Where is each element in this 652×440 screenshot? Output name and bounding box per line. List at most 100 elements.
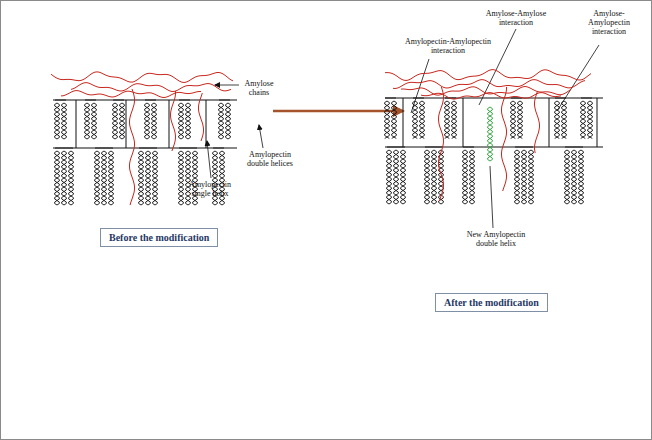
helix-strand — [387, 150, 392, 204]
branch-line — [113, 100, 124, 101]
branch-line — [55, 100, 66, 101]
helix-strand — [392, 101, 397, 139]
helix-strand — [425, 150, 430, 204]
helix-strand — [401, 150, 406, 204]
branch-line — [581, 98, 592, 99]
helix-strand — [152, 103, 157, 139]
branch-line — [463, 147, 474, 148]
chain-line — [403, 98, 404, 147]
branch-line — [385, 98, 396, 99]
amylose-chain — [502, 87, 507, 191]
leader-lines — [207, 29, 599, 228]
helix-strand — [69, 151, 74, 205]
annotation-label: Amylose-Amylose interaction — [479, 9, 553, 27]
helix-strand — [452, 101, 457, 139]
caption-box: Before the modification — [100, 228, 218, 247]
helix-strand — [387, 150, 392, 204]
chain-line — [385, 98, 603, 99]
branch-line — [145, 100, 156, 101]
branch-line — [565, 147, 583, 148]
helix-strand — [95, 151, 100, 205]
helix-strand — [109, 151, 114, 205]
helix-strand — [102, 151, 107, 205]
helix-strand — [562, 101, 567, 139]
helix-strand — [186, 103, 191, 139]
helix-strand — [511, 101, 516, 139]
helix-strand — [555, 101, 560, 139]
branch-line — [425, 147, 443, 148]
helix-strand — [522, 150, 527, 204]
helix-strand — [588, 101, 593, 139]
helix-strand — [529, 150, 534, 204]
helix-drawing — [51, 70, 603, 205]
helix-strand — [186, 151, 191, 205]
helix-strand — [179, 151, 184, 205]
helix-strand — [226, 103, 231, 139]
helix-strand — [579, 150, 584, 204]
amylose-chain — [171, 91, 176, 151]
branch-line — [213, 148, 224, 149]
amylose-chain — [535, 91, 540, 153]
helix-strand — [139, 151, 144, 205]
helix-strand — [62, 103, 67, 139]
helix-strand — [120, 103, 125, 139]
caption-text: After the modification — [444, 297, 539, 308]
helix-strand — [413, 101, 418, 139]
helix-strand — [153, 151, 158, 205]
helix-strand — [219, 103, 224, 139]
helix-strand — [463, 150, 468, 204]
branch-line — [219, 100, 230, 101]
amylose-chain — [61, 91, 201, 98]
chain-line — [53, 100, 237, 101]
helix-strand — [413, 101, 418, 139]
helix-strand — [120, 103, 125, 139]
amylose-chain — [385, 70, 591, 81]
branch-line — [85, 100, 96, 101]
helix-strand — [488, 107, 493, 161]
helix-strand — [445, 101, 450, 139]
helix-strand — [55, 103, 60, 139]
branch-line — [95, 148, 113, 149]
helix-strand — [565, 150, 570, 204]
helix-strand — [113, 103, 118, 139]
helix-strand — [518, 101, 523, 139]
annotation-label: Amylopectin single helix — [181, 180, 239, 198]
chain-line — [549, 98, 550, 147]
helix-strand — [515, 150, 520, 204]
chain-line — [463, 98, 464, 147]
helix-strand — [109, 151, 114, 205]
helix-strand — [562, 101, 567, 139]
helix-strand — [425, 150, 430, 204]
helix-strand — [146, 151, 151, 205]
helix-strand — [581, 101, 586, 139]
helix-strand — [565, 150, 570, 204]
helix-strand — [146, 151, 151, 205]
helix-strand — [85, 103, 90, 139]
branch-line — [179, 148, 197, 149]
chain-line — [385, 147, 603, 148]
helix-strand — [394, 150, 399, 204]
amylose-chain — [51, 72, 233, 83]
helix-strand — [385, 101, 390, 139]
helix-strand — [62, 103, 67, 139]
helix-strand — [452, 101, 457, 139]
helix-strand — [179, 103, 184, 139]
annotation-label: Amylopectin double helices — [241, 150, 299, 168]
helix-strand — [186, 103, 191, 139]
helix-strand — [515, 150, 520, 204]
caption-box: After the modification — [435, 293, 548, 312]
helix-strand — [432, 150, 437, 204]
helix-strand — [463, 150, 468, 204]
chain-line — [169, 100, 170, 148]
helix-strand — [420, 101, 425, 139]
helix-strand — [432, 150, 437, 204]
helix-strand — [529, 150, 534, 204]
amylose-chain — [439, 87, 444, 201]
chain-line — [53, 148, 237, 149]
helix-strand — [581, 101, 586, 139]
helix-strand — [219, 103, 224, 139]
helix-strand — [179, 103, 184, 139]
helix-strand — [579, 150, 584, 204]
annotation-label: New Amylopectin double helix — [456, 230, 536, 248]
